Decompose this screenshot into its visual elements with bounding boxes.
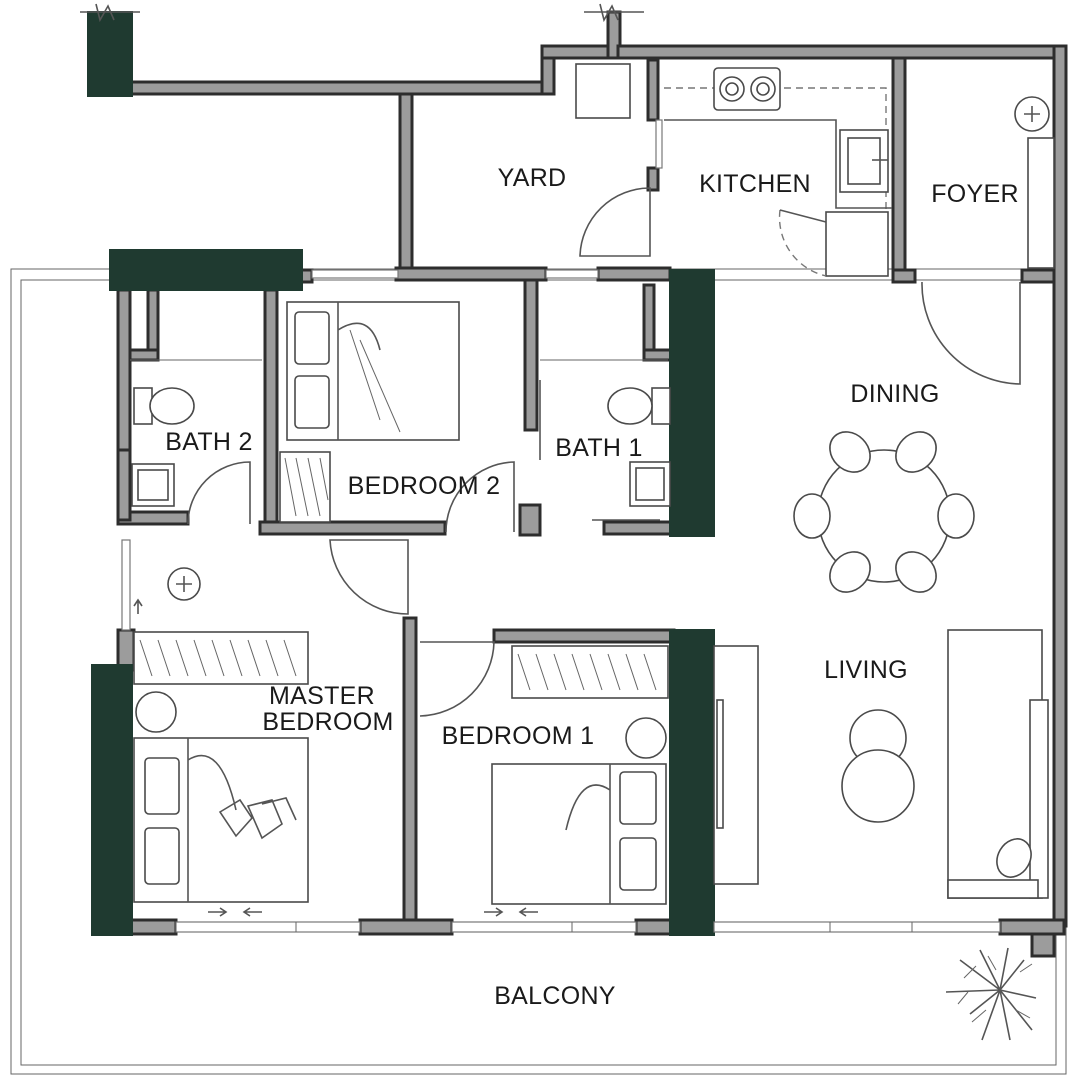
- sink-icon: [629, 461, 671, 507]
- wardrobe-icon: [511, 645, 669, 699]
- chair-icon: [793, 431, 975, 593]
- master-bedroom-label-line2: BEDROOM: [262, 708, 393, 736]
- living-label: LIVING: [824, 656, 908, 684]
- bed-icon: [286, 301, 460, 441]
- bath2-label: BATH 2: [165, 428, 252, 456]
- stove-icon: [719, 76, 776, 102]
- dining-label: DINING: [850, 380, 939, 408]
- door-swing-icon: [187, 187, 1021, 717]
- balcony-label: BALCONY: [494, 982, 616, 1010]
- kitchen-label: KITCHEN: [699, 170, 811, 198]
- wall-break-marks: [80, 3, 644, 23]
- sofa-icon: [947, 629, 1049, 899]
- bedroom2-label: BEDROOM 2: [348, 472, 501, 500]
- foyer-label: FOYER: [931, 180, 1019, 208]
- bed-icon: [133, 737, 309, 903]
- nightstand-icon: [625, 717, 667, 759]
- plant-icon: [945, 947, 1037, 1041]
- bed-icon: [491, 763, 667, 905]
- master-bedroom-label-line1: MASTER: [269, 682, 375, 710]
- light-fixture-icon: [1014, 96, 1055, 269]
- sink-icon: [839, 129, 889, 193]
- light-fixture-icon: [167, 567, 201, 601]
- room-labels: YARD KITCHEN FOYER DINING BATH 2 BATH 1 …: [165, 164, 1019, 1010]
- yard-label: YARD: [498, 164, 567, 192]
- sink-icon: [131, 463, 175, 507]
- coffee-table: [841, 709, 915, 823]
- fridge-icon: [778, 209, 889, 277]
- bedroom1-label: BEDROOM 1: [442, 722, 595, 750]
- toilet-icon: [133, 387, 195, 425]
- wardrobe-icon: [279, 451, 331, 523]
- nightstand-icon: [135, 691, 177, 733]
- tv-console: [713, 645, 759, 885]
- walls: [116, 10, 1068, 958]
- bath1-label: BATH 1: [555, 434, 642, 462]
- washer-icon: [575, 63, 631, 119]
- windows: [121, 119, 1001, 933]
- wardrobe-icon: [133, 631, 309, 685]
- sliding-arrows: [208, 907, 538, 917]
- structural-columns: [87, 11, 715, 936]
- toilet-icon: [607, 387, 671, 425]
